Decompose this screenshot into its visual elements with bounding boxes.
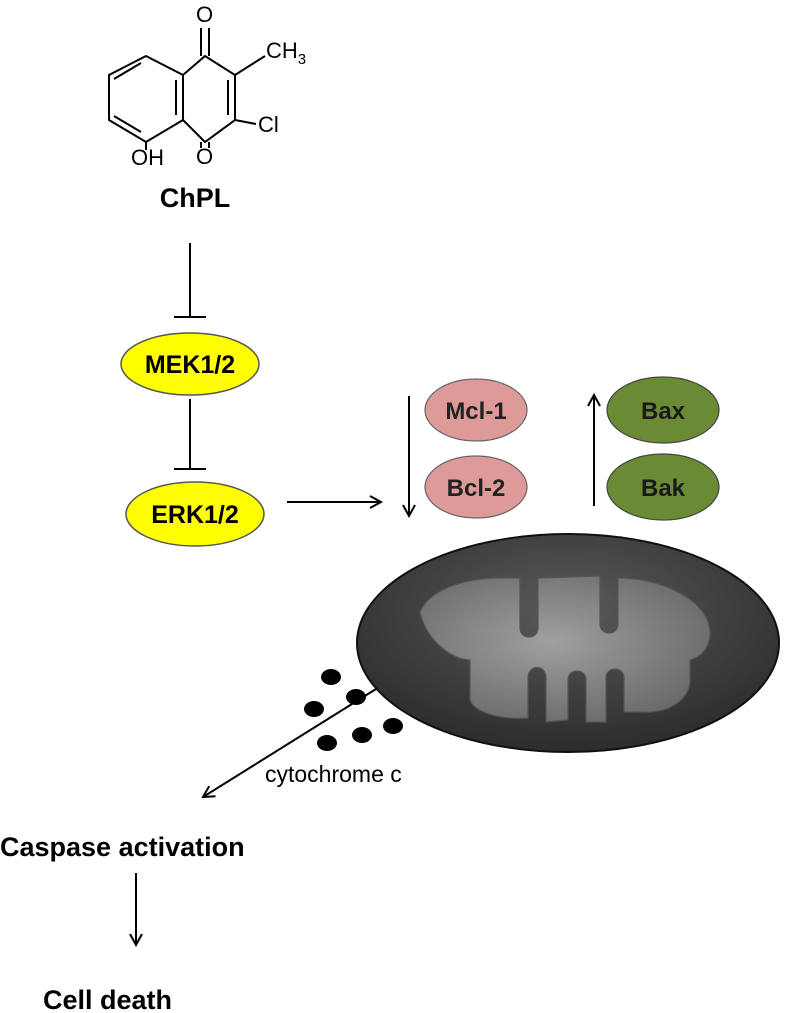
inhibition-mek-erk bbox=[174, 399, 206, 470]
bcl2-label: Bcl-2 bbox=[447, 475, 506, 502]
methyl-group: CH3 bbox=[266, 38, 306, 68]
carbonyl-oxygen-bottom: O bbox=[196, 144, 213, 169]
methyl-subscript: 3 bbox=[298, 51, 306, 68]
carbonyl-oxygen-top: O bbox=[196, 2, 213, 27]
inhibition-chpl-mek bbox=[174, 243, 206, 318]
caspase-activation-label: Caspase activation bbox=[0, 832, 245, 862]
mcl1-node bbox=[424, 378, 528, 442]
bax-label: Bax bbox=[641, 398, 686, 425]
erk-node bbox=[125, 481, 265, 547]
chpl-structure bbox=[108, 28, 266, 150]
chloro-group: Cl bbox=[258, 112, 279, 137]
hydroxyl-group: OH bbox=[131, 145, 164, 170]
mcl1-label: Mcl-1 bbox=[445, 398, 506, 425]
compound-name: ChPL bbox=[160, 183, 231, 213]
bcl2-node bbox=[424, 455, 528, 519]
erk-label: ERK1/2 bbox=[151, 501, 239, 529]
mitochondrion-cristae bbox=[419, 575, 711, 723]
cytochrome-c-molecules bbox=[304, 669, 403, 751]
cytochrome-c-label: cytochrome c bbox=[265, 761, 402, 787]
mek-label: MEK1/2 bbox=[145, 351, 235, 379]
bak-label: Bak bbox=[641, 475, 686, 502]
mitochondrion bbox=[356, 533, 780, 753]
arrow-cytochrome-to-caspase bbox=[203, 688, 377, 797]
bax-node bbox=[606, 376, 720, 444]
cell-death-label: Cell death bbox=[43, 985, 172, 1013]
mek-node bbox=[120, 332, 260, 396]
bak-node bbox=[606, 453, 720, 521]
methyl-label: CH bbox=[266, 38, 298, 63]
